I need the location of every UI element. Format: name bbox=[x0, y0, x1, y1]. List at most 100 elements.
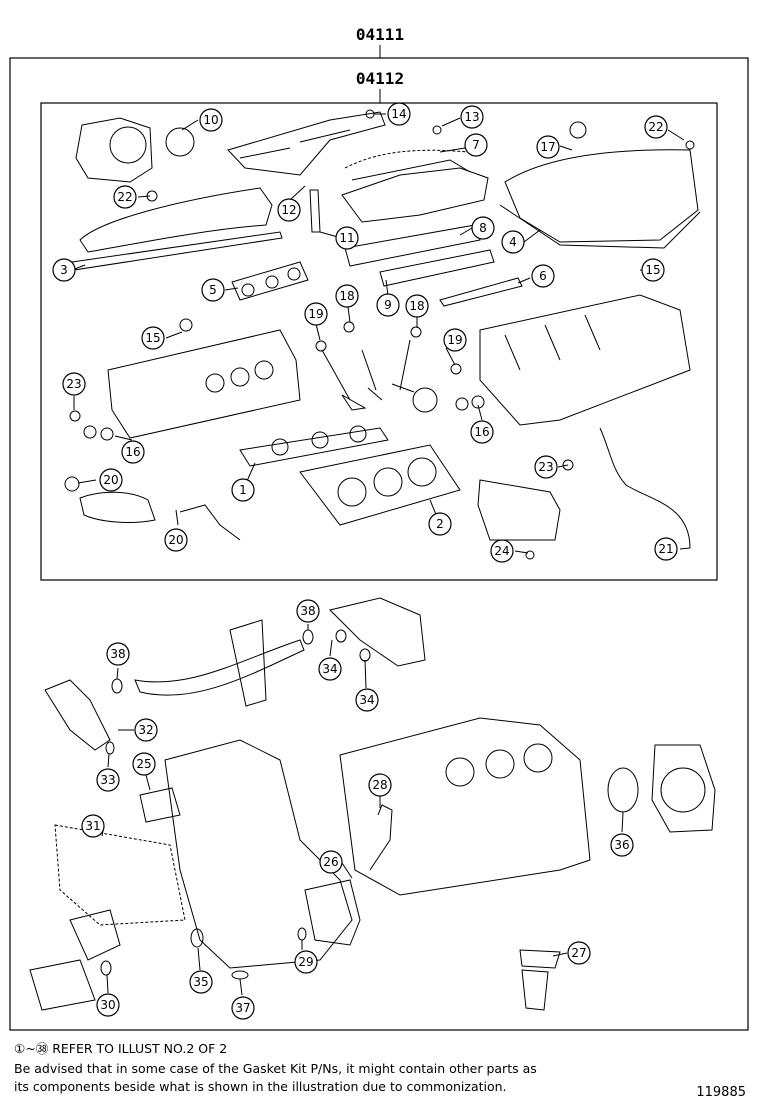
callout-circle bbox=[405, 294, 429, 318]
callout-circle bbox=[355, 688, 379, 712]
callout-circle bbox=[52, 258, 76, 282]
callout-number: 20 bbox=[103, 473, 118, 487]
callout-number: 9 bbox=[384, 298, 392, 312]
refer-note: ①~㊳ REFER TO ILLUST NO.2 OF 2 bbox=[14, 1040, 227, 1058]
callout-number: 16 bbox=[474, 425, 489, 439]
callout-circle bbox=[318, 657, 342, 681]
callout-28: 28 bbox=[368, 773, 392, 797]
callout-circle bbox=[470, 420, 494, 444]
callout-number: 34 bbox=[359, 693, 374, 707]
callout-number: 22 bbox=[117, 190, 132, 204]
callout-number: 19 bbox=[308, 307, 323, 321]
callout-5: 5 bbox=[201, 278, 225, 302]
callout-number: 27 bbox=[571, 946, 586, 960]
advisory-line-2: its components beside what is shown in t… bbox=[14, 1079, 507, 1094]
callout-number: 30 bbox=[100, 998, 115, 1012]
callout-circle bbox=[490, 539, 514, 563]
callout-circle bbox=[610, 833, 634, 857]
callout-34: 34 bbox=[355, 688, 379, 712]
callout-circle bbox=[134, 718, 158, 742]
callout-number: 35 bbox=[193, 975, 208, 989]
callout-number: 36 bbox=[614, 838, 629, 852]
callout-13: 13 bbox=[460, 105, 484, 129]
callout-number: 14 bbox=[391, 107, 406, 121]
callout-number: 18 bbox=[409, 299, 424, 313]
callout-22: 22 bbox=[644, 115, 668, 139]
callout-circle bbox=[121, 440, 145, 464]
callout-circle bbox=[335, 226, 359, 250]
callout-circle bbox=[296, 599, 320, 623]
callout-number: 38 bbox=[110, 647, 125, 661]
callout-number: 12 bbox=[281, 203, 296, 217]
callout-22: 22 bbox=[113, 185, 137, 209]
callout-36: 36 bbox=[610, 833, 634, 857]
callout-20: 20 bbox=[164, 528, 188, 552]
callout-34: 34 bbox=[318, 657, 342, 681]
callout-circle bbox=[231, 478, 255, 502]
callout-27: 27 bbox=[567, 941, 591, 965]
callout-18: 18 bbox=[335, 284, 359, 308]
illustration-id: 119885 bbox=[696, 1085, 746, 1100]
callout-number: 32 bbox=[138, 723, 153, 737]
callout-24: 24 bbox=[490, 539, 514, 563]
callout-circle bbox=[471, 216, 495, 240]
refer-range-sep: ~ bbox=[25, 1041, 36, 1056]
callout-9: 9 bbox=[376, 293, 400, 317]
callout-number: 15 bbox=[145, 331, 160, 345]
callout-number: 2 bbox=[436, 517, 444, 531]
callout-25: 25 bbox=[132, 752, 156, 776]
callout-number: 23 bbox=[66, 377, 81, 391]
callout-number: 15 bbox=[645, 263, 660, 277]
outer-kit-frame bbox=[9, 57, 749, 1031]
callout-circle bbox=[99, 468, 123, 492]
callout-circle bbox=[106, 642, 130, 666]
callout-number: 1 bbox=[239, 483, 247, 497]
callout-circle bbox=[428, 512, 452, 536]
callout-10: 10 bbox=[199, 108, 223, 132]
callout-number: 23 bbox=[538, 460, 553, 474]
callout-circle bbox=[277, 198, 301, 222]
callout-number: 4 bbox=[509, 235, 517, 249]
callout-31: 31 bbox=[81, 814, 105, 838]
kit-inner-label: 04112 bbox=[356, 69, 404, 88]
callout-circle bbox=[531, 264, 555, 288]
callout-number: 21 bbox=[658, 542, 673, 556]
callout-circle bbox=[368, 773, 392, 797]
callout-circle bbox=[189, 970, 213, 994]
callout-12: 12 bbox=[277, 198, 301, 222]
callout-circle bbox=[294, 950, 318, 974]
callout-23: 23 bbox=[62, 372, 86, 396]
callout-7: 7 bbox=[464, 133, 488, 157]
callout-21: 21 bbox=[654, 537, 678, 561]
callout-circle bbox=[644, 115, 668, 139]
callout-circle bbox=[113, 185, 137, 209]
refer-range-end: ㊳ bbox=[35, 1041, 49, 1056]
callout-number: 37 bbox=[235, 1001, 250, 1015]
advisory-line-1: Be advised that in some case of the Gask… bbox=[14, 1061, 537, 1076]
callout-circle bbox=[460, 105, 484, 129]
callout-16: 16 bbox=[470, 420, 494, 444]
callout-18: 18 bbox=[405, 294, 429, 318]
callout-number: 24 bbox=[494, 544, 509, 558]
callout-number: 19 bbox=[447, 333, 462, 347]
callout-number: 34 bbox=[322, 662, 337, 676]
callout-number: 29 bbox=[298, 955, 313, 969]
callout-number: 16 bbox=[125, 445, 140, 459]
refer-text: REFER TO ILLUST NO.2 OF 2 bbox=[52, 1041, 228, 1056]
callout-number: 22 bbox=[648, 120, 663, 134]
callout-circle bbox=[164, 528, 188, 552]
callout-circle bbox=[141, 326, 165, 350]
callout-number: 25 bbox=[136, 757, 151, 771]
callout-circle bbox=[443, 328, 467, 352]
callout-circle bbox=[335, 284, 359, 308]
callout-circle bbox=[501, 230, 525, 254]
callout-2: 2 bbox=[428, 512, 452, 536]
callout-6: 6 bbox=[531, 264, 555, 288]
callout-circle bbox=[201, 278, 225, 302]
callout-number: 20 bbox=[168, 533, 183, 547]
callout-number: 18 bbox=[339, 289, 354, 303]
callout-circle bbox=[231, 996, 255, 1020]
callout-number: 3 bbox=[60, 263, 68, 277]
refer-range-start: ① bbox=[14, 1041, 26, 1056]
